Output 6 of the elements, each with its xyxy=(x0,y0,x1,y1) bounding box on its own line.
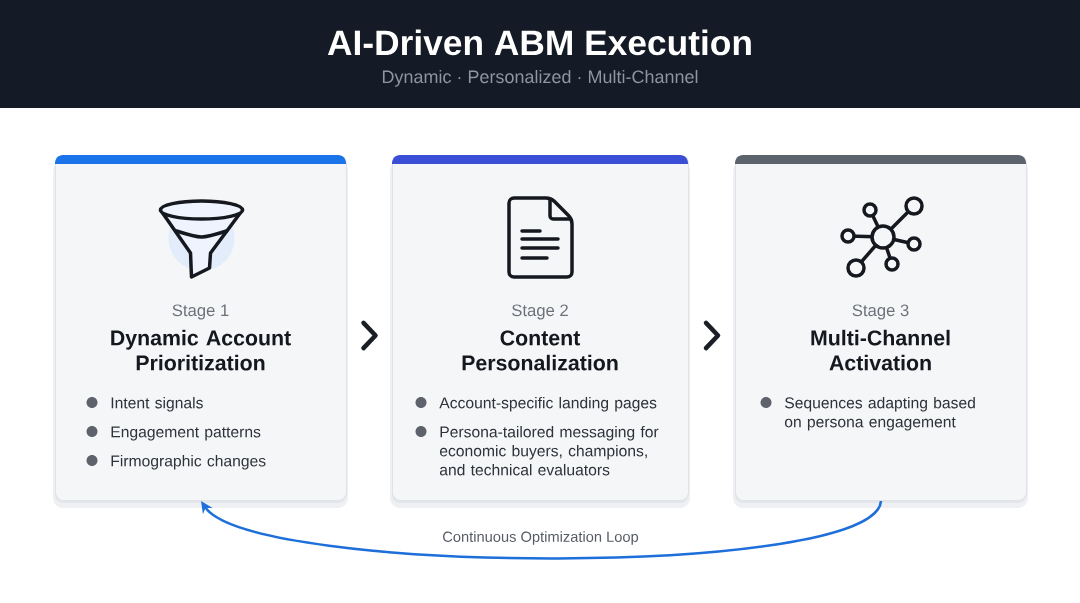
chevron-arrow xyxy=(703,320,721,351)
title: AI-Driven ABM Execution xyxy=(327,29,751,56)
curved-arrow xyxy=(201,500,882,560)
edge-label: Continuous Optimization Loop xyxy=(440,529,641,547)
subtitle: Dynamic · Personalized · Multi-Channel xyxy=(382,69,698,87)
chevron-arrow xyxy=(361,320,378,351)
